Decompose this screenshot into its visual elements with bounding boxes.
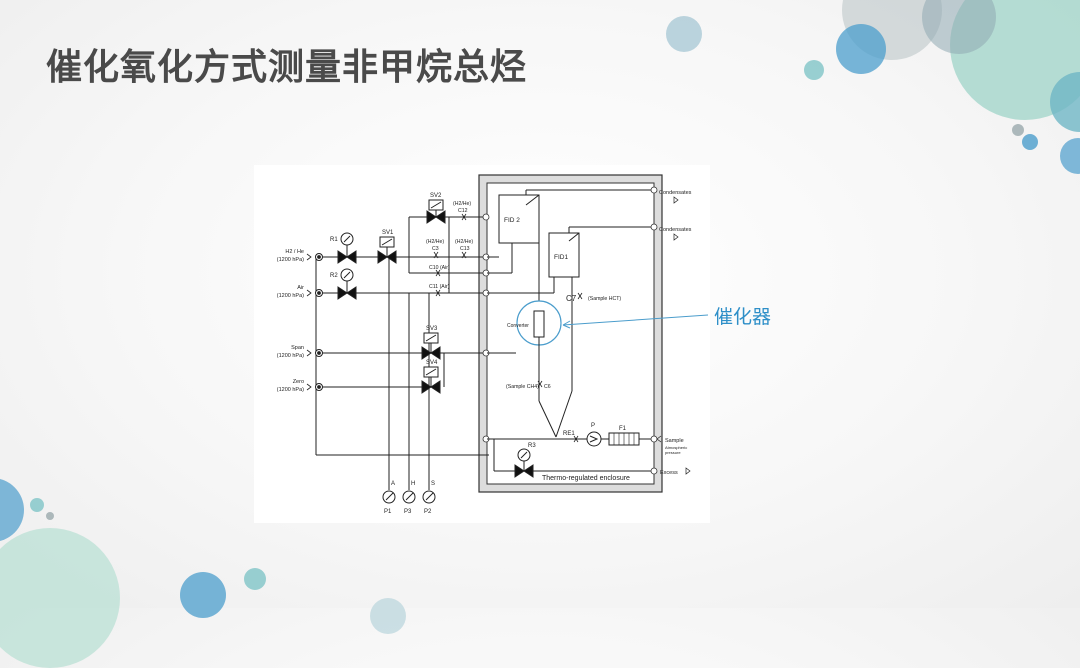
gas-flow-diagram: H2 / He (1200 hPa) Air (1200 hPa) Span (… bbox=[254, 165, 710, 523]
svg-text:H: H bbox=[411, 481, 415, 487]
inlet-h2-label: H2 / He bbox=[285, 249, 304, 255]
gauge-p1: A P1 bbox=[382, 481, 396, 515]
svg-text:A: A bbox=[391, 481, 395, 487]
svg-text:P1: P1 bbox=[384, 509, 392, 515]
regulator-r3: R3 bbox=[514, 443, 536, 478]
svg-text:SV3: SV3 bbox=[426, 326, 438, 332]
svg-text:SV1: SV1 bbox=[382, 230, 394, 236]
cap-c7: C7 bbox=[566, 294, 577, 303]
slide-title: 催化氧化方式测量非甲烷总烃 bbox=[46, 47, 528, 88]
outlet-ports bbox=[650, 186, 658, 475]
decor-circle-bottom-dot bbox=[46, 512, 54, 520]
cap-c13-gas: (H2/He) bbox=[455, 239, 473, 245]
svg-text:S: S bbox=[431, 481, 435, 487]
detector-fid1: FID1 bbox=[548, 232, 580, 278]
svg-text:SV4: SV4 bbox=[426, 360, 438, 366]
valve-sv4: SV4 bbox=[421, 353, 445, 394]
inlet-terminals bbox=[315, 253, 323, 391]
cap-c3: C3 bbox=[432, 246, 439, 252]
cap-c12-gas: (H2/He) bbox=[453, 201, 471, 207]
outlet-sample-note-2: pressure bbox=[665, 450, 681, 455]
cap-c3-gas: (H2/He) bbox=[426, 239, 444, 245]
svg-text:P2: P2 bbox=[424, 509, 432, 515]
regulator-r2: R2 bbox=[330, 268, 357, 300]
inlet-span-pressure: (1200 hPa) bbox=[277, 353, 304, 359]
svg-text:SV2: SV2 bbox=[430, 193, 442, 199]
inlet-h2-pressure: (1200 hPa) bbox=[277, 257, 304, 263]
decor-circle-blue bbox=[836, 24, 886, 74]
outlet-sample-note-1: Atmospheric bbox=[665, 445, 687, 450]
cap-c6: C6 bbox=[544, 384, 551, 390]
callout-label: 催化器 bbox=[714, 306, 772, 328]
inlet-span-label: Span bbox=[291, 345, 304, 351]
cap-c12: C12 bbox=[458, 208, 468, 214]
decor-circle-dot-1 bbox=[1012, 124, 1024, 136]
decor-circle-right-blue bbox=[1060, 138, 1080, 174]
inlet-zero-pressure: (1200 hPa) bbox=[277, 387, 304, 393]
decor-circle-dot-2 bbox=[1022, 134, 1038, 150]
re1-label: RE1 bbox=[563, 431, 575, 437]
cap-c6-gas: (Sample CH4) bbox=[506, 384, 539, 390]
outlet-condensates-1: Condensates bbox=[659, 190, 692, 196]
svg-text:R3: R3 bbox=[528, 443, 536, 449]
outlet-excess: Excess bbox=[660, 470, 678, 476]
decor-circle-bottom-small bbox=[30, 498, 44, 512]
inlet-air-pressure: (1200 hPa) bbox=[277, 293, 304, 299]
decor-circle-light bbox=[666, 16, 702, 52]
cap-c13: C13 bbox=[460, 246, 470, 252]
decor-circle-small-teal bbox=[804, 60, 824, 80]
gauge-p3: H P3 bbox=[402, 481, 416, 515]
valve-sv2: SV2 bbox=[426, 193, 446, 224]
svg-text:Converter: Converter bbox=[507, 323, 529, 329]
decor-circle-bottom-mid-2 bbox=[244, 568, 266, 590]
valve-sv1: SV1 bbox=[377, 230, 397, 264]
svg-text:R1: R1 bbox=[330, 237, 338, 243]
svg-text:FID1: FID1 bbox=[554, 254, 568, 261]
cap-c10: C10 (Air) bbox=[429, 265, 450, 271]
svg-text:P3: P3 bbox=[404, 509, 412, 515]
enclosure-label: Thermo-regulated enclosure bbox=[542, 475, 630, 482]
gauge-p2: S P2 bbox=[422, 481, 436, 515]
cap-c7-gas: (Sample HCT) bbox=[588, 296, 621, 302]
svg-text:R2: R2 bbox=[330, 273, 338, 279]
valve-sv3: SV3 bbox=[421, 326, 441, 360]
svg-text:FID 2: FID 2 bbox=[504, 217, 520, 224]
outlet-condensates-2: Condensates bbox=[659, 227, 692, 233]
outlet-sample: Sample bbox=[665, 438, 684, 444]
svg-text:P: P bbox=[591, 423, 595, 429]
regulator-r1: R1 bbox=[330, 232, 357, 264]
detector-fid2: FID 2 bbox=[498, 194, 540, 244]
cap-c11: C11 (Air) bbox=[429, 284, 450, 290]
callout-arrow bbox=[562, 314, 709, 329]
inlet-zero-label: Zero bbox=[293, 379, 304, 385]
inlet-air-label: Air bbox=[297, 285, 304, 291]
svg-text:F1: F1 bbox=[619, 426, 627, 432]
